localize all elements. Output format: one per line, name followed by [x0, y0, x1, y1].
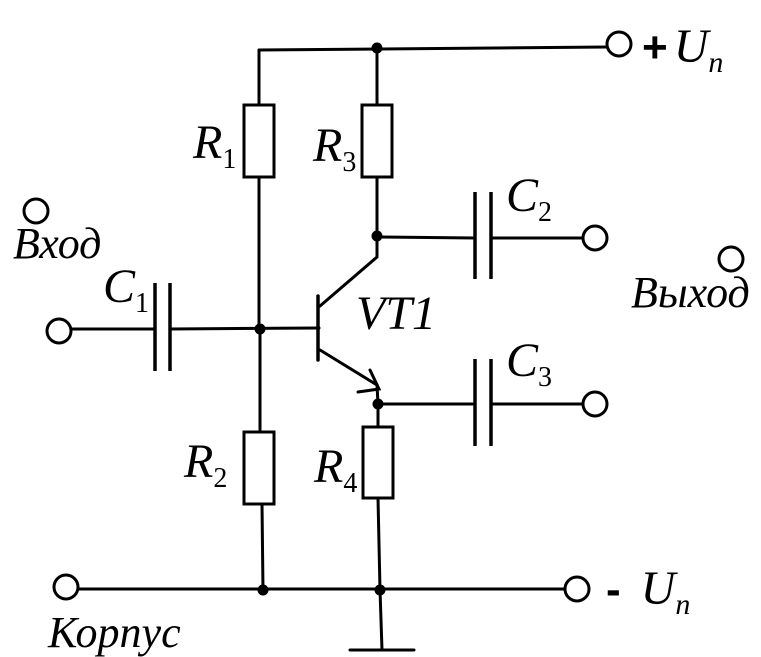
terminal-ground-left: [52, 573, 80, 601]
label-vt1: VT1: [356, 287, 436, 340]
wire-emitter: [318, 348, 380, 406]
terminal-output-c2: [581, 224, 609, 252]
label-output: Выход: [631, 268, 750, 317]
capacitor-c2: [473, 192, 493, 279]
label-ground: Корпус: [47, 608, 181, 657]
label-r1: R1: [192, 116, 236, 175]
terminal-supply-pos: [605, 30, 633, 58]
junction-ground-left: [257, 584, 269, 596]
junction-base: [254, 323, 266, 335]
junction-supply: [371, 42, 383, 54]
capacitor-c1: [153, 283, 172, 371]
resistor-r4: [361, 425, 395, 500]
resistor-r1: [242, 103, 276, 179]
label-input: Вход: [13, 219, 101, 268]
capacitor-c3: [473, 359, 493, 446]
terminal-input-top: [22, 197, 50, 225]
label-supply-pos: +Uп: [642, 20, 723, 79]
label-r2: R2: [183, 435, 227, 494]
emitter-arrow-icon: [356, 368, 382, 394]
terminal-output-c3: [581, 390, 609, 418]
label-supply-neg: -Uп: [606, 562, 690, 621]
wire-c1-base: [168, 326, 321, 331]
junction-collector: [371, 230, 383, 242]
label-c1: C1: [103, 260, 149, 319]
wire-collector-c2: [375, 235, 477, 240]
label-c2: C2: [506, 169, 552, 228]
terminal-output-top: [717, 245, 745, 273]
label-r4: R4: [313, 440, 357, 499]
wires: [70, 45, 609, 652]
terminal-supply-neg: [563, 575, 591, 603]
wire-supply-rail: [257, 45, 609, 52]
resistor-r2: [242, 430, 276, 506]
terminal-input: [45, 317, 73, 345]
junction-ground-right: [374, 584, 386, 596]
label-c3: C3: [506, 334, 552, 393]
transistor-vt1: [316, 294, 382, 394]
wire-r4-ground: [376, 496, 384, 652]
wire-collector: [318, 234, 379, 308]
resistor-r3: [360, 103, 394, 179]
junction-emitter: [372, 398, 384, 410]
wire-r2-ground: [260, 502, 265, 592]
label-r3: R3: [312, 119, 356, 178]
